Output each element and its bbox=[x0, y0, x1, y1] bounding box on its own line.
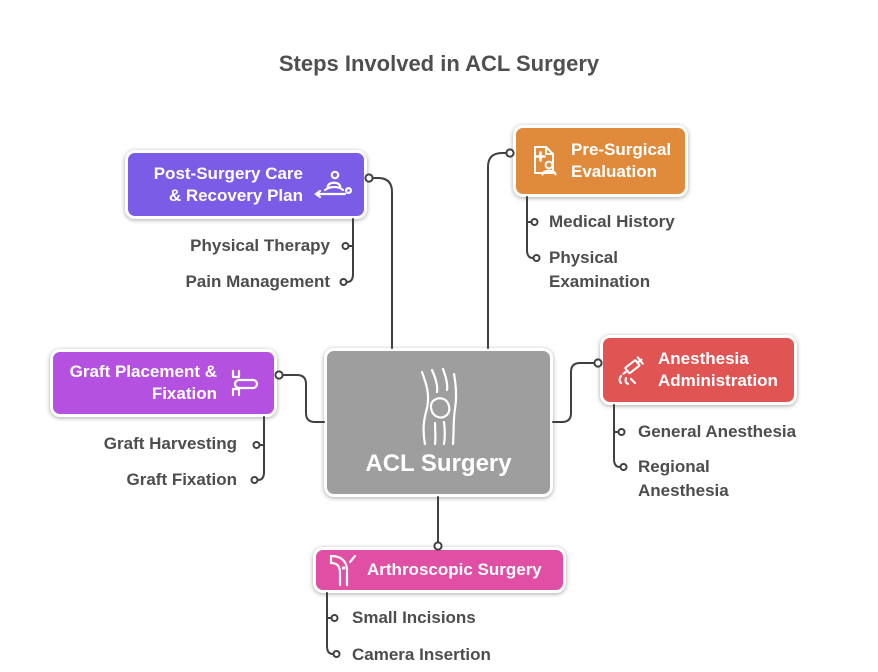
syringe-icon bbox=[615, 354, 649, 386]
sub-item-graft-harvesting: Graft Harvesting bbox=[103, 434, 237, 453]
edge-center-to-post-surgery bbox=[370, 177, 393, 349]
sub-item-general-anesthesia: General Anesthesia bbox=[638, 422, 797, 441]
bullet-dot bbox=[619, 463, 628, 471]
node-anesthesia-administration: Anesthesia Administration bbox=[600, 335, 797, 405]
bullet-dot bbox=[252, 441, 261, 449]
node-label: Pre-Surgical Evaluation bbox=[571, 140, 672, 181]
sub-item-regional-anesthesia: Regional Anesthesia bbox=[638, 457, 729, 500]
bullet-dot bbox=[617, 428, 626, 436]
diagram-title: Steps Involved in ACL Surgery bbox=[278, 51, 600, 76]
node-post-surgery-care-recovery-plan: Post-Surgery Care & Recovery Plan bbox=[125, 150, 367, 219]
node-label: Post-Surgery Care & Recovery Plan bbox=[153, 163, 303, 205]
sub-item-physical-therapy: Physical Therapy bbox=[190, 236, 330, 255]
medical-record-patient-icon bbox=[528, 144, 562, 178]
bullet-dot bbox=[530, 218, 539, 226]
bullet-dot bbox=[332, 650, 341, 658]
node-label: ACL Surgery bbox=[365, 449, 512, 477]
sub-item-small-incisions: Small Incisions bbox=[352, 608, 476, 627]
sub-item-physical-examination: Physical Examination bbox=[549, 248, 651, 291]
edge-center-to-anesthesia bbox=[552, 362, 596, 423]
edge-center-to-graft bbox=[281, 374, 325, 423]
node-acl-surgery: ACL Surgery bbox=[324, 348, 553, 497]
sub-item-camera-insertion: Camera Insertion bbox=[352, 645, 491, 664]
sub-item-pain-management: Pain Management bbox=[185, 272, 330, 291]
bullet-dot bbox=[532, 254, 541, 262]
node-label: Graft Placement & Fixation bbox=[69, 362, 217, 403]
edge-post-surgery-children bbox=[346, 218, 354, 283]
node-pre-surgical-evaluation: Pre-Surgical Evaluation bbox=[513, 125, 688, 197]
node-arthroscopic-surgery: Arthroscopic Surgery bbox=[313, 547, 566, 593]
edge-anesthesia-children bbox=[613, 404, 621, 468]
edge-center-to-pre-surgical bbox=[487, 152, 508, 349]
bullet-dot bbox=[330, 614, 339, 622]
edge-arthroscopic-children bbox=[326, 592, 334, 655]
bullet-dot bbox=[341, 242, 350, 250]
edge-graft-children bbox=[257, 416, 265, 481]
sub-item-medical-history: Medical History bbox=[549, 212, 675, 231]
bullet-dot bbox=[250, 476, 259, 484]
bullet-dot bbox=[339, 278, 348, 286]
node-label: Anesthesia Administration bbox=[658, 349, 778, 390]
edge-pre-surgical-children bbox=[526, 196, 534, 259]
node-label: Arthroscopic Surgery bbox=[367, 560, 542, 579]
physical-therapy-icon bbox=[312, 169, 352, 201]
knee-arthroscope-icon bbox=[328, 552, 358, 588]
sub-item-graft-fixation: Graft Fixation bbox=[126, 470, 237, 489]
node-graft-placement-fixation: Graft Placement & Fixation bbox=[50, 349, 277, 417]
knee-joint-icon bbox=[410, 367, 468, 446]
interference-screw-icon bbox=[226, 368, 262, 398]
